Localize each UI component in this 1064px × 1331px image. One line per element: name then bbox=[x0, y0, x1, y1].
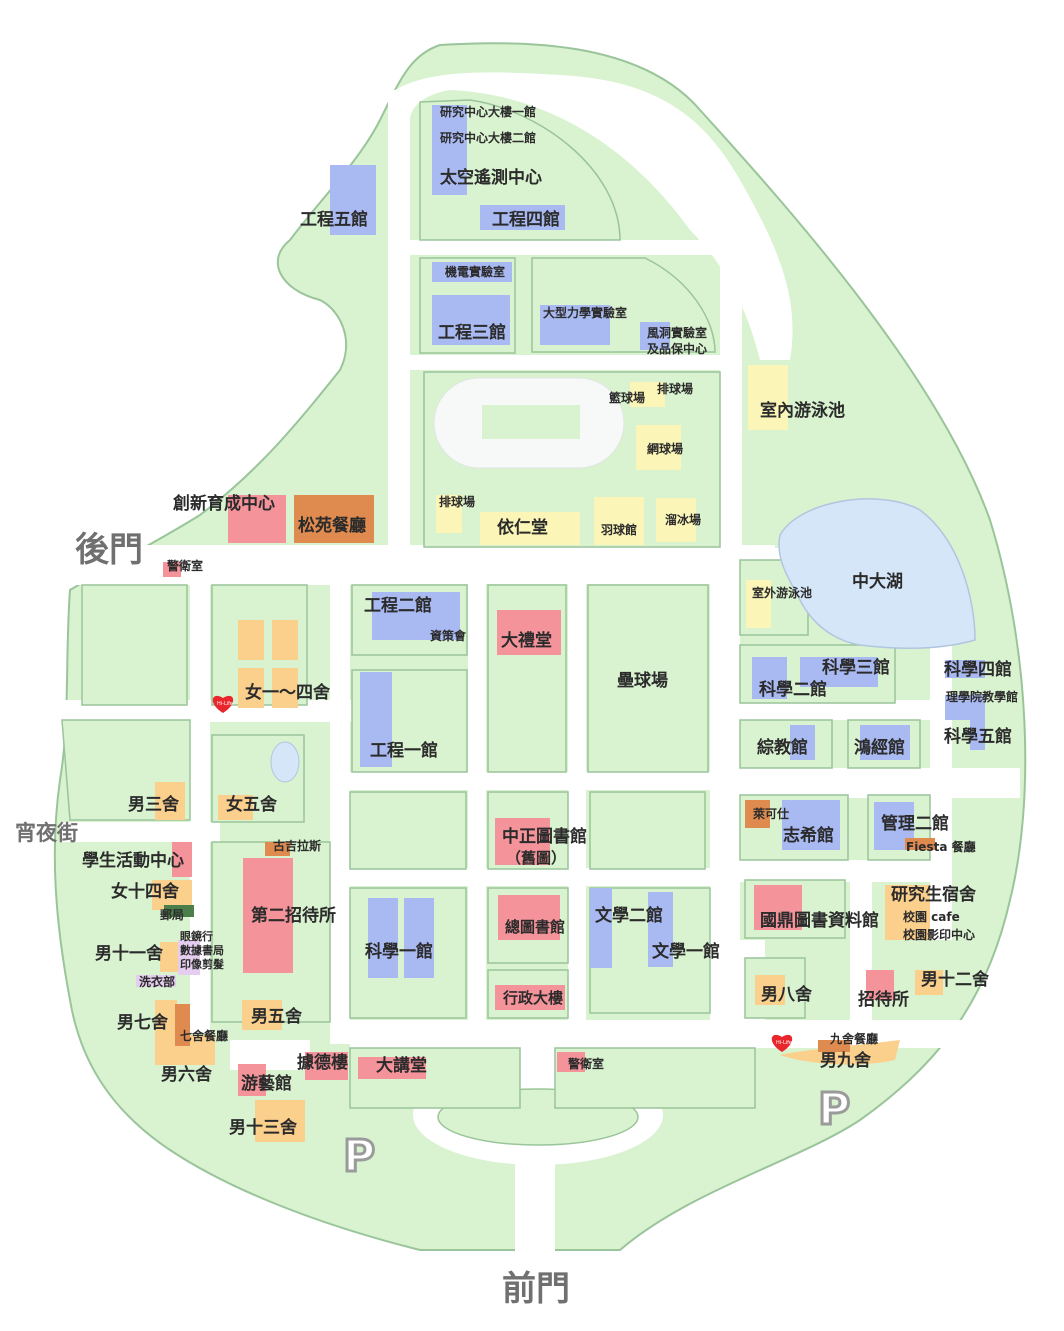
label-dining-9: 九舍餐廳 bbox=[830, 1032, 879, 1046]
label-jude-building: 據德樓 bbox=[297, 1053, 348, 1073]
label-boys-dorm-8: 男八舍 bbox=[761, 985, 812, 1005]
label-yiren-hall: 依仁堂 bbox=[497, 518, 548, 538]
label-eng3: 工程三館 bbox=[438, 323, 506, 343]
label-research-center-1: 研究中心大樓一館 bbox=[440, 105, 537, 119]
hilife-icon: Hi-Life bbox=[771, 1034, 793, 1052]
label-boys-dorm-9: 男九舍 bbox=[820, 1051, 871, 1071]
label-girls-dorm-14: 女十四舍 bbox=[111, 882, 179, 902]
label-gujilasi: 古吉拉斯 bbox=[273, 839, 322, 853]
label-lit2: 文學二館 bbox=[595, 906, 663, 926]
label-post-office: 郵局 bbox=[160, 908, 185, 922]
post-office-block bbox=[164, 905, 194, 917]
lake bbox=[778, 498, 976, 649]
label-sci5: 科學五館 bbox=[944, 727, 1012, 747]
night-market-label: 宵夜街 bbox=[15, 821, 78, 845]
label-auditorium: 大禮堂 bbox=[501, 631, 552, 651]
hilife-icon: Hi-Life bbox=[212, 695, 234, 713]
label-tennis-court: 網球場 bbox=[647, 442, 684, 456]
label-eng4: 工程四館 bbox=[492, 210, 560, 230]
label-boys-dorm-5: 男五舍 bbox=[251, 1007, 302, 1027]
label-sci3: 科學三館 bbox=[822, 658, 890, 678]
label-laundry: 洗衣部 bbox=[139, 975, 176, 989]
label-sci-teaching: 理學院教學館 bbox=[946, 690, 1019, 704]
dorm-buildings bbox=[152, 620, 943, 1142]
pond bbox=[270, 741, 300, 783]
label-outdoor-pool: 室外游泳池 bbox=[752, 586, 813, 600]
label-eng5: 工程五館 bbox=[300, 210, 368, 230]
label-grad-dorm: 研究生宿舍 bbox=[891, 885, 976, 905]
label-sci1: 科學一館 bbox=[365, 942, 433, 962]
label-fiesta: Fiesta 餐廳 bbox=[906, 840, 976, 854]
label-campus-cafe: 校園 cafe bbox=[903, 910, 960, 924]
label-student-center: 學生活動中心 bbox=[82, 851, 184, 871]
label-mgmt2: 管理二館 bbox=[881, 814, 949, 834]
label-guesthouse: 招待所 bbox=[858, 990, 909, 1010]
label-sci4: 科學四館 bbox=[944, 660, 1012, 680]
academic-buildings bbox=[330, 105, 985, 978]
admin-buildings bbox=[163, 495, 894, 1096]
label-badminton-hall: 羽球館 bbox=[601, 523, 638, 537]
label-lit1: 文學一館 bbox=[652, 942, 720, 962]
label-boys-dorm-6: 男六舍 bbox=[161, 1065, 212, 1085]
label-main-library: 總圖書館 bbox=[505, 918, 566, 936]
label-baseball-field: 壘球場 bbox=[617, 671, 668, 691]
sports-facilities bbox=[436, 365, 788, 628]
label-boys-dorm-13: 男十三舍 bbox=[229, 1118, 297, 1138]
label-boys-dorm-3: 男三舍 bbox=[128, 795, 179, 815]
label-basketball-court: 籃球場 bbox=[609, 391, 646, 405]
label-space-center: 太空遙測中心 bbox=[440, 168, 542, 188]
label-volleyball-court: 排球場 bbox=[657, 382, 694, 396]
parking-icon: P bbox=[816, 1084, 851, 1135]
label-eng2: 工程二館 bbox=[364, 596, 432, 616]
service-block bbox=[178, 940, 200, 975]
label-girls-dorm-5: 女五舍 bbox=[226, 795, 277, 815]
label-dining-7: 七舍餐廳 bbox=[180, 1029, 229, 1043]
laundry-block bbox=[136, 975, 176, 987]
label-hongjing: 鴻經館 bbox=[854, 738, 905, 758]
label-innovation-center: 創新育成中心 bbox=[173, 494, 275, 514]
label-zongjiao: 綜教館 bbox=[757, 738, 808, 758]
label-guard-room: 警衛室 bbox=[167, 559, 204, 573]
label-mech-lab: 機電實驗室 bbox=[445, 265, 506, 279]
dining-buildings bbox=[175, 495, 935, 1052]
label-youyi-hall: 游藝館 bbox=[241, 1074, 292, 1094]
label-boys-dorm-11: 男十一舍 bbox=[95, 944, 163, 964]
label-old-library: （舊圖） bbox=[506, 849, 567, 867]
label-boys-dorm-7: 男七舍 bbox=[117, 1013, 168, 1033]
label-zhixi-hall: 志希館 bbox=[783, 826, 834, 846]
label-zhongzheng-library: 中正圖書館 bbox=[502, 827, 587, 847]
parking-icon: P bbox=[341, 1131, 376, 1182]
label-guoding-library: 國鼎圖書資料館 bbox=[760, 911, 879, 931]
label-research-center-2: 研究中心大樓二館 bbox=[440, 131, 537, 145]
label-print-center: 校園影印中心 bbox=[903, 928, 976, 942]
label-bookstore: 數據書局 bbox=[180, 944, 224, 957]
label-sci2: 科學二館 bbox=[759, 680, 827, 700]
label-boys-dorm-12: 男十二舍 bbox=[921, 970, 989, 990]
label-guesthouse-2: 第二招待所 bbox=[251, 906, 336, 926]
label-lake: 中大湖 bbox=[852, 572, 903, 592]
label-girls-dorm-1-4: 女一～四舍 bbox=[245, 683, 330, 703]
label-wind-tunnel: 風洞實驗室 bbox=[647, 326, 708, 340]
label-volleyball-court-2: 排球場 bbox=[439, 495, 476, 509]
front-gate-label: 前門 bbox=[502, 1269, 570, 1309]
label-indoor-pool: 室內游泳池 bbox=[760, 401, 845, 421]
label-quality-center: 及品保中心 bbox=[647, 342, 708, 356]
label-songyuan-restaurant: 松苑餐廳 bbox=[298, 516, 366, 536]
label-lecture-hall: 大講堂 bbox=[376, 1056, 427, 1076]
label-guard-room-2: 警衛室 bbox=[568, 1057, 605, 1071]
svg-text:Hi-Life: Hi-Life bbox=[776, 1040, 792, 1046]
label-barber: 印像剪髮 bbox=[180, 958, 224, 971]
label-skating-rink: 溜冰場 bbox=[665, 513, 702, 527]
label-optician: 眼鏡行 bbox=[180, 930, 213, 943]
back-gate-label: 後門 bbox=[75, 530, 143, 570]
label-admin-building: 行政大樓 bbox=[503, 989, 564, 1007]
label-laikeshi: 萊可仕 bbox=[753, 807, 790, 821]
label-iii: 資策會 bbox=[430, 629, 467, 643]
stadium-field bbox=[482, 405, 580, 439]
svg-text:Hi-Life: Hi-Life bbox=[217, 701, 233, 707]
label-mechanics-lab: 大型力學實驗室 bbox=[543, 306, 628, 320]
label-eng1: 工程一館 bbox=[370, 741, 438, 761]
roads bbox=[60, 72, 1030, 1258]
